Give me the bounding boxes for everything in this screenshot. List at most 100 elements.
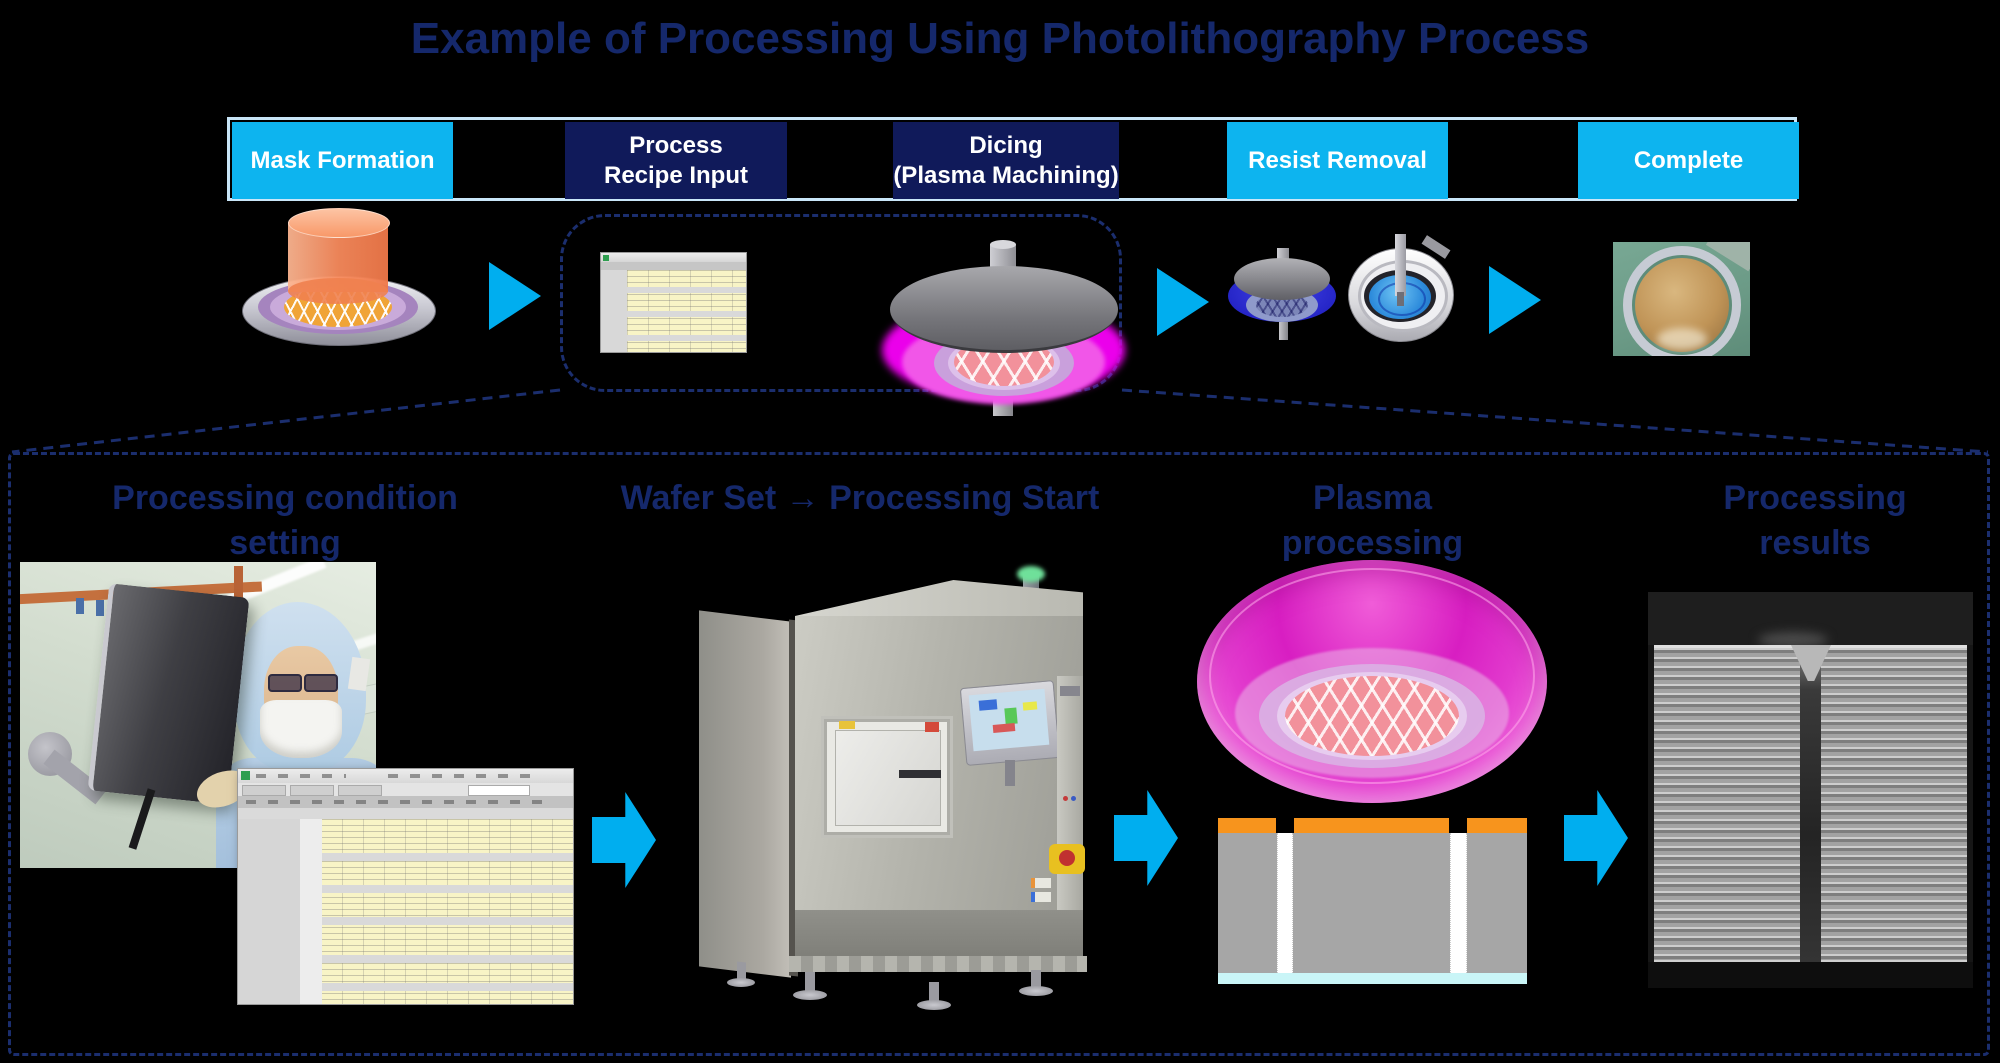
- monitor-cable: [128, 788, 156, 850]
- sheet-rowlabels: [238, 819, 301, 1004]
- etched-trench: [1277, 833, 1293, 973]
- step-label: Complete: [1633, 146, 1744, 174]
- spray-nozzle-tip: [1397, 292, 1404, 306]
- door-handle: [899, 770, 941, 778]
- chamber-door-window: [835, 730, 941, 826]
- flow-arrow-icon: [1157, 268, 1209, 336]
- etched-trench: [1450, 833, 1467, 973]
- foot-base: [793, 990, 827, 1000]
- step-complete: Complete: [1578, 122, 1799, 199]
- info-sticker: [1031, 892, 1051, 902]
- resist-removal-stage-illustration: [1228, 248, 1336, 343]
- lower-stem: [1279, 322, 1288, 340]
- upper-electrode-disc: [890, 266, 1118, 353]
- leveling-foot: [929, 982, 939, 1004]
- warning-sticker-yellow: [839, 721, 855, 729]
- spray-nozzle-arm: [1395, 234, 1406, 296]
- sheet-grayrow: [322, 917, 573, 925]
- toolbar-button: [338, 785, 382, 796]
- dicing-tape: [1218, 973, 1527, 984]
- sheet-grayrow: [627, 287, 746, 293]
- step-dicing: Dicing (Plasma Machining): [893, 122, 1119, 199]
- upper-stem-top: [990, 240, 1016, 249]
- page-title: Example of Processing Using Photolithogr…: [410, 14, 1590, 63]
- sheet-unitcolumn: [300, 819, 322, 1004]
- base-rail: [789, 956, 1087, 972]
- foot-base: [1019, 986, 1053, 996]
- sheet-grid: [300, 819, 573, 1004]
- titlebar-text: [388, 774, 538, 778]
- cleanroom-operator-photo: [20, 562, 376, 868]
- plasma-dish-illustration: [1197, 560, 1547, 803]
- step-mask-formation: Mask Formation: [232, 122, 453, 199]
- caption-wafer-set-processing-start: Wafer Set → Processing Start: [620, 479, 1100, 517]
- app-icon: [603, 255, 609, 261]
- detail-panel: [8, 452, 1990, 1056]
- mask-cylinder-top: [288, 208, 390, 238]
- step-process-recipe-input: Process Recipe Input: [565, 122, 787, 199]
- sheet-headerband: [601, 262, 746, 270]
- sheet-rowlabels: [601, 270, 627, 352]
- step-label: Process Recipe Input: [603, 131, 748, 189]
- sheet-subband: [238, 808, 573, 819]
- glasses-lens: [268, 674, 302, 692]
- app-icon: [241, 771, 250, 780]
- control-column: [1057, 676, 1083, 928]
- sheet-grayrow: [322, 983, 573, 991]
- sem-sidewall-right: [1821, 645, 1967, 962]
- resist-mask-segment: [1294, 818, 1449, 833]
- step-label: Resist Removal: [1248, 146, 1427, 174]
- sheet-grayrow: [322, 853, 573, 861]
- sem-debris: [1758, 632, 1828, 648]
- resist-mask-segment: [1218, 818, 1276, 833]
- leveling-foot: [805, 972, 815, 994]
- resist-strip-chamber-illustration: [1348, 234, 1454, 342]
- caption-processing-condition-setting: Processing condition setting: [112, 479, 458, 562]
- screen-graphic: [1022, 701, 1038, 711]
- caption-processing-results: Processing results: [1723, 479, 1907, 562]
- sem-trench-gap: [1800, 645, 1821, 962]
- mask-wafer-illustration: [240, 202, 436, 346]
- sheet-grayrow: [627, 335, 746, 341]
- wafer-reflection: [1657, 328, 1707, 350]
- wafer-checkered: [1285, 676, 1459, 756]
- caption-plasma-processing: Plasma processing: [1281, 479, 1464, 562]
- screen-graphic: [978, 699, 998, 711]
- zoom-dashed-rectangle: [560, 214, 1122, 392]
- machine-left-module: [699, 610, 791, 978]
- orange-pipe-vertical: [234, 566, 243, 608]
- sem-bottom-shadow: [1648, 962, 1973, 988]
- header-text: [246, 800, 546, 804]
- dicing-cross-section: [1218, 818, 1527, 984]
- step-label: Mask Formation: [250, 146, 435, 174]
- screen-graphic: [1004, 707, 1018, 725]
- foot-base: [727, 978, 755, 987]
- step-resist-removal: Resist Removal: [1227, 122, 1448, 199]
- sheet-grayrow: [627, 311, 746, 317]
- completed-wafer-photo: [1613, 242, 1750, 356]
- sheet-grayrow: [322, 955, 573, 963]
- resist-mask-segment: [1467, 818, 1527, 833]
- dome-rim: [1209, 568, 1535, 784]
- touchscreen-mount: [1005, 760, 1015, 786]
- recipe-spreadsheet-large: [237, 768, 574, 1005]
- sheet-grayrow: [322, 885, 573, 893]
- sem-sidewall-left: [1654, 645, 1800, 962]
- recipe-spreadsheet-small: [600, 252, 747, 353]
- toolbar-field: [468, 785, 530, 796]
- warning-sticker-red: [925, 722, 939, 732]
- green-status-light: [1017, 566, 1045, 582]
- plasma-dicing-illustration: [882, 228, 1125, 416]
- glasses-lens: [304, 674, 338, 692]
- toolbar-button: [290, 785, 334, 796]
- sheet-titlebar: [601, 253, 746, 262]
- indicator-led: [1071, 796, 1076, 801]
- valve-handle: [76, 598, 84, 614]
- sem-result-image: [1648, 592, 1973, 988]
- info-sticker: [1031, 878, 1051, 888]
- titlebar-text: [256, 774, 346, 778]
- leveling-foot: [1031, 970, 1041, 990]
- machine-skirt: [795, 910, 1083, 960]
- plasma-dicer-machine-photo: [693, 558, 1097, 1010]
